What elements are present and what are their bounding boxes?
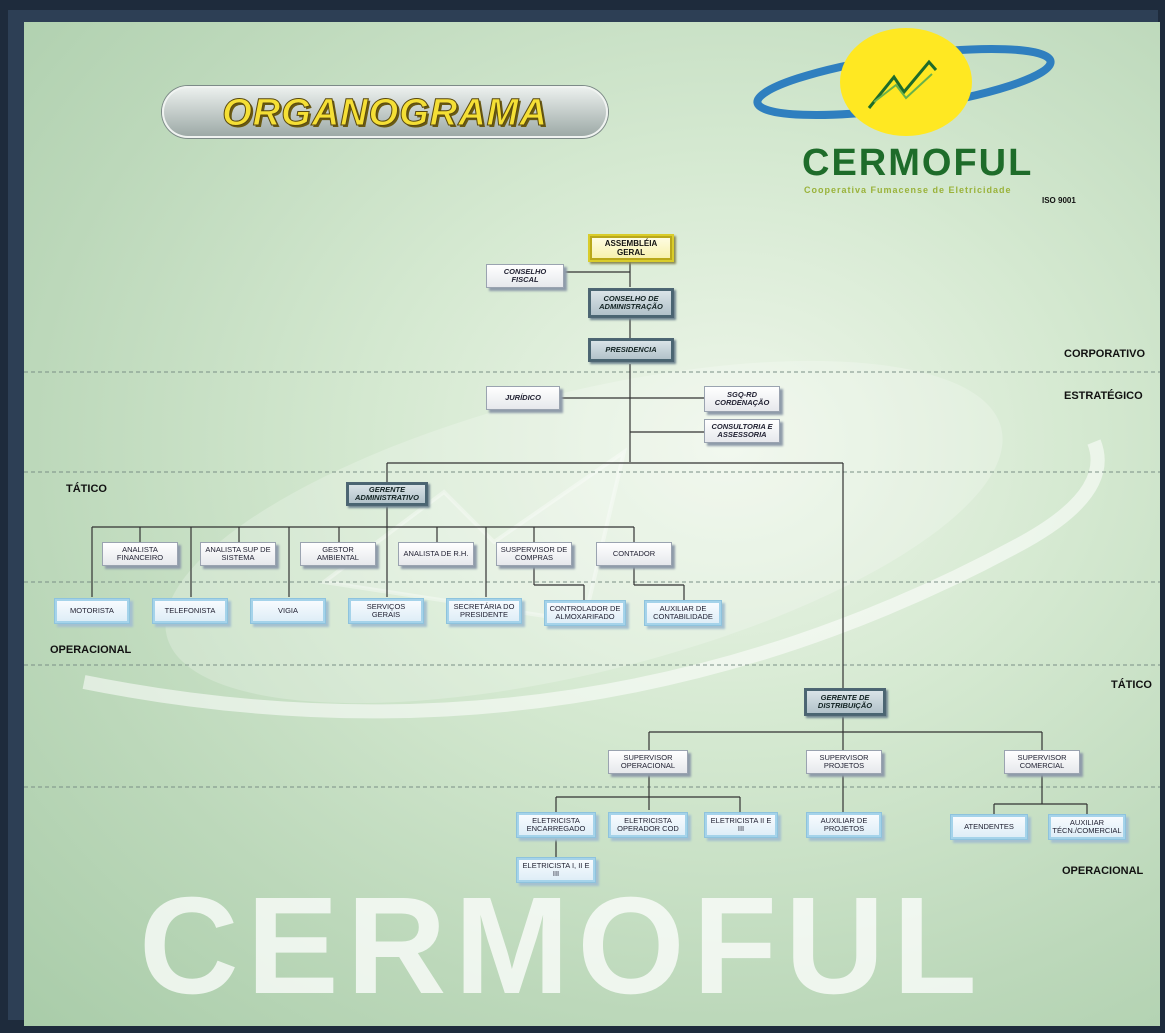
node-motorista: MOTORISTA [54,598,130,624]
node-eletricista-i-ii-iii: ELETRICISTA I, II e III [516,857,596,883]
level-tatico-left: TÁTICO [66,483,107,495]
title-banner: ORGANOGRAMA [162,86,608,138]
brand-name: CERMOFUL [802,142,1034,184]
node-supervisor-comercial: SUPERVISOR COMERCIAL [1004,750,1080,774]
node-contador: CONTADOR [596,542,672,566]
page-title: ORGANOGRAMA [222,92,548,135]
node-eletricista-encarregado: ELETRICISTA ENCARREGADO [516,812,596,838]
watermark-text: CERMOFUL [139,869,985,1023]
node-presidencia: PRESIDENCIA [588,338,674,362]
node-juridico: JURÍDICO [486,386,560,410]
node-vigia: VIGIA [250,598,326,624]
node-analista-sup-sistema: ANALISTA SUP DE SISTEMA [200,542,276,566]
node-gerente-administrativo: GERENTE ADMINISTRATIVO [346,482,428,506]
node-secretaria: SECRETÁRIA DO PRESIDENTE [446,598,522,624]
node-atendentes: ATENDENTES [950,814,1028,840]
node-supervisor-operacional: SUPERVISOR OPERACIONAL [608,750,688,774]
node-analista-rh: ANALISTA DE R.H. [398,542,474,566]
level-operacional-left: OPERACIONAL [50,644,132,656]
node-servicos-gerais: SERVIÇOS GERAIS [348,598,424,624]
node-eletricista-operador-cod: ELETRICISTA OPERADOR COD [608,812,688,838]
node-auxiliar-contabilidade: AUXILIAR DE CONTABILIDADE [644,600,722,626]
node-controlador-almoxarifado: CONTROLADOR DE ALMOXARIFADO [544,600,626,626]
node-analista-financeiro: ANALISTA FINANCEIRO [102,542,178,566]
background-swoosh [82,360,1105,719]
level-operacional-right: OPERACIONAL [1062,865,1144,877]
logo-emblem [753,28,1055,136]
node-auxiliar-projetos: AUXILIAR DE PROJETOS [806,812,882,838]
node-gestor-ambiental: GESTOR AMBIENTAL [300,542,376,566]
node-gerente-distribuicao: GERENTE DE DISTRIBUIÇÃO [804,688,886,716]
node-sgq-rd: SGQ-RD Cordenação [704,386,780,412]
node-conselho-administracao: CONSELHO DE ADMINISTRAÇÃO [588,288,674,318]
node-assembleia-geral: ASSEMBLÉIA GERAL [588,234,674,262]
node-auxiliar-tec-comercial: AUXILIAR TÉCN./COMERCIAL [1048,814,1126,840]
node-supervisor-compras: SUSPERVISOR DE COMPRAS [496,542,572,566]
level-tatico-right: TÁTICO [1111,679,1152,691]
node-supervisor-projetos: SUPERVISOR PROJETOS [806,750,882,774]
level-corporativo: CORPORATIVO [1064,348,1146,360]
node-eletricista-ii-iii: ELETRICISTA II E III [704,812,778,838]
node-telefonista: TELEFONISTA [152,598,228,624]
org-chart-panel: ORGANOGRAMA CERMOFUL Cooperativa Fumacen… [24,22,1160,1026]
level-estrategico: ESTRATÉGICO [1064,390,1143,402]
node-conselho-fiscal: CONSELHO FISCAL [486,264,564,288]
level-dividers [24,371,1160,788]
node-consultoria: CONSULTORIA E ASSESSORIA [704,419,780,443]
brand-tagline: Cooperativa Fumacense de Eletricidade [804,185,1012,195]
brand-iso: ISO 9001 [1042,196,1076,205]
connector-lines [91,260,1088,857]
